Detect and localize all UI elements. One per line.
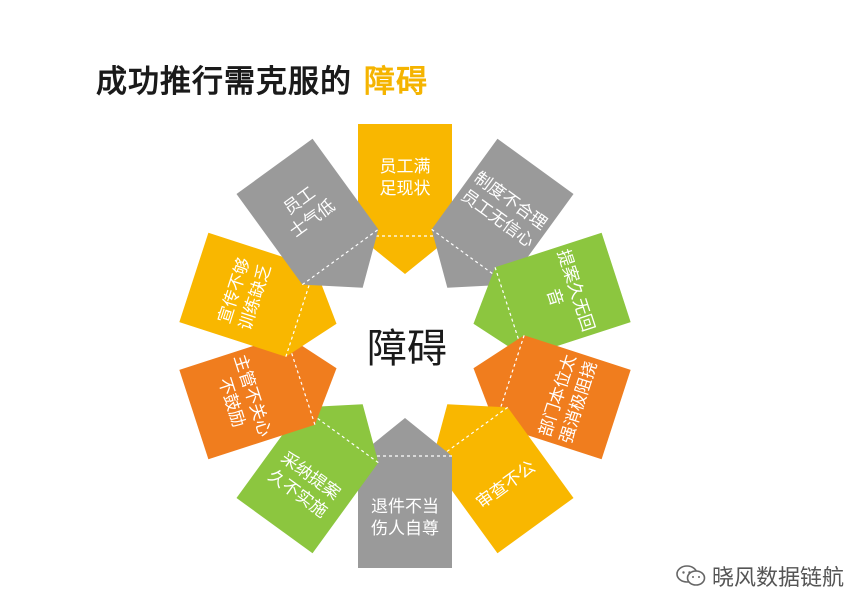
title-highlight: 障碍 bbox=[364, 64, 428, 100]
petal-lower-right: 审查不公 bbox=[431, 404, 574, 554]
petal-label: 足现状 bbox=[380, 179, 431, 199]
petal-dash bbox=[301, 228, 379, 286]
petal-label: 员工满 bbox=[380, 157, 431, 177]
wechat-icon bbox=[676, 565, 706, 586]
petal-label: 伤人自尊 bbox=[371, 519, 439, 539]
petal-shape bbox=[473, 232, 631, 357]
petal-shape bbox=[179, 335, 337, 460]
petal-shape bbox=[358, 418, 452, 568]
page-title: 成功推行需克服的障碍 bbox=[96, 56, 428, 101]
petal-shape bbox=[236, 404, 379, 554]
petal-label: 退件不当 bbox=[371, 497, 439, 517]
petal-shape bbox=[431, 138, 574, 288]
petal-label: 音 bbox=[542, 286, 566, 308]
petal-shape bbox=[431, 404, 574, 554]
center-label: 障碍 bbox=[367, 326, 447, 372]
watermark: 晓风数据链航 bbox=[676, 560, 844, 592]
watermark-text: 晓风数据链航 bbox=[712, 566, 845, 591]
title-main: 成功推行需克服的 bbox=[96, 64, 352, 100]
petal-shape bbox=[358, 124, 452, 274]
petal-shape bbox=[236, 138, 379, 288]
